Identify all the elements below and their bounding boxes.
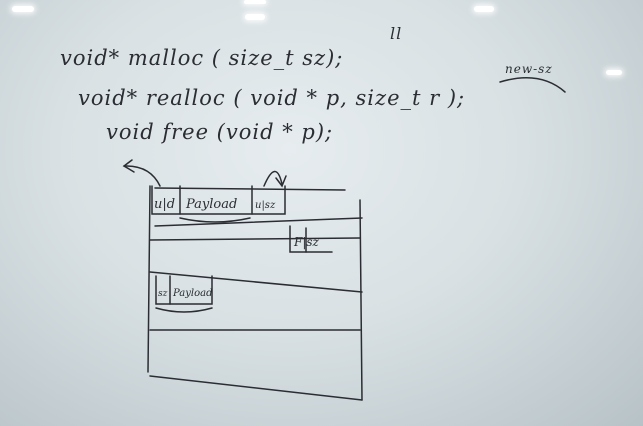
block-1-header-label: u|d bbox=[154, 197, 175, 212]
block-2-payload-label: Payload bbox=[172, 288, 212, 299]
arrow-left bbox=[123, 165, 161, 187]
ceiling-light-center bbox=[244, 0, 266, 4]
heap-line-3 bbox=[149, 237, 361, 241]
block-2-header-label: sz bbox=[158, 289, 168, 299]
ceiling-light-far-right bbox=[606, 70, 622, 75]
block-2-outline bbox=[155, 275, 213, 305]
superscript-note-2: new-sz bbox=[505, 62, 553, 76]
ceiling-light-right bbox=[474, 6, 494, 12]
heap-bottom-line bbox=[149, 375, 363, 401]
new-size-arc bbox=[499, 77, 566, 93]
arrow-right bbox=[263, 170, 283, 187]
block-1-payload-label: Payload bbox=[185, 197, 237, 212]
block-2-brace bbox=[155, 307, 213, 313]
heap-right-edge bbox=[359, 199, 363, 401]
heap-line-2 bbox=[154, 217, 363, 227]
heap-line-4 bbox=[149, 271, 363, 293]
block-1-footer-label: u|sz bbox=[255, 200, 276, 211]
block-1-outline bbox=[151, 185, 286, 215]
heap-left-edge bbox=[147, 185, 151, 373]
arrow-right-head bbox=[275, 175, 287, 188]
ceiling-light-left bbox=[12, 6, 34, 12]
arrow-left-head bbox=[122, 159, 135, 173]
free-tag-label: F|sz bbox=[293, 235, 320, 249]
heap-top-line bbox=[154, 187, 346, 191]
free-tag-outline bbox=[289, 225, 333, 253]
code-line-malloc: void* malloc ( size_t sz); bbox=[60, 46, 344, 70]
code-line-free: void free (void * p); bbox=[106, 120, 334, 144]
payload-brace bbox=[179, 217, 251, 223]
code-line-realloc: void* realloc ( void * p, size_t r ); bbox=[78, 86, 466, 110]
superscript-note-1: ll bbox=[390, 24, 403, 43]
ceiling-light-center-lower bbox=[245, 14, 265, 20]
